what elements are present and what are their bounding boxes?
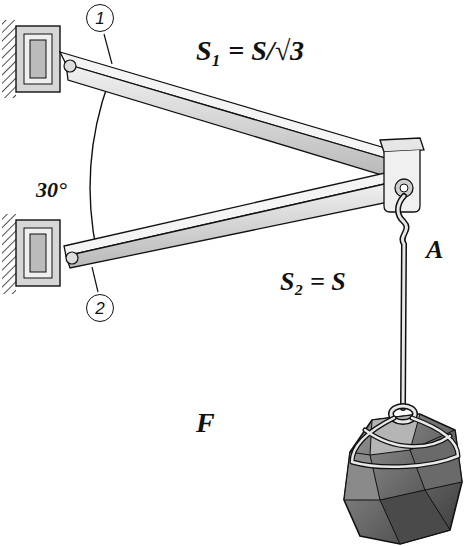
leader-line xyxy=(104,34,112,64)
formula-label: S₂ = S xyxy=(280,268,346,297)
formula-label: A xyxy=(426,236,443,265)
rope xyxy=(352,196,458,467)
callout-circle: 1 xyxy=(86,4,114,32)
formula-label: F xyxy=(196,408,215,439)
lower-wall-mount xyxy=(2,214,60,294)
callout-number: 1 xyxy=(95,10,104,27)
callout-number: 2 xyxy=(95,300,104,317)
formula-label: 30° xyxy=(36,178,67,202)
angle-arc xyxy=(90,81,109,253)
rock xyxy=(344,414,462,544)
bar-two xyxy=(64,170,408,268)
leader-line xyxy=(92,267,98,292)
formula-label: S₁ = S/√3 xyxy=(196,36,304,67)
upper-wall-mount xyxy=(2,20,60,98)
bar-one xyxy=(60,52,392,178)
callout-circle: 2 xyxy=(86,294,114,322)
